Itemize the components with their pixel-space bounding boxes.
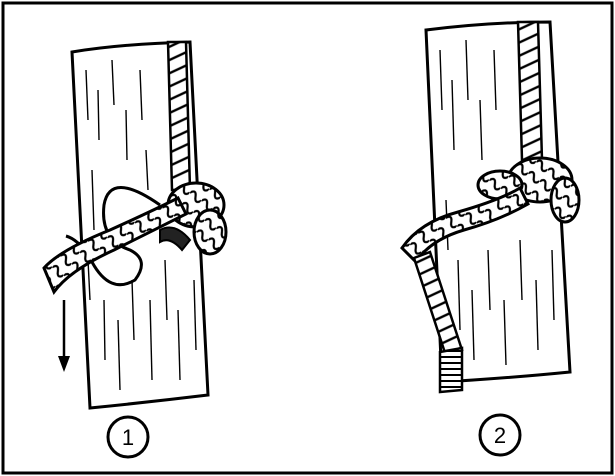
rope-standing-2 [518,22,542,160]
rope-standing-1 [168,42,190,190]
step-label-2: 2 [480,415,520,455]
step-number-2: 2 [494,423,506,448]
step-label-1: 1 [108,417,148,457]
rope-whipped-end-2 [440,348,462,392]
step-number-1: 1 [122,425,134,450]
